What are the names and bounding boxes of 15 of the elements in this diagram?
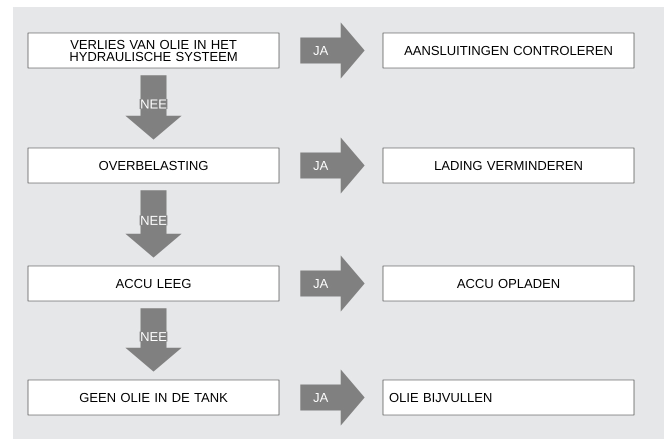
text-box: AANSLUITINGEN CONTROLEREN bbox=[382, 32, 634, 68]
text-box: OLIE BIJVULLEN bbox=[382, 380, 634, 416]
text-box: OVERBELASTING bbox=[28, 148, 280, 184]
edge-label: NEE bbox=[140, 215, 168, 226]
text-box: LADING VERMINDEREN bbox=[382, 148, 634, 184]
text-box: ACCU LEEG bbox=[28, 266, 280, 302]
edge-label: JA bbox=[312, 392, 329, 403]
text-box: GEEN OLIE IN DE TANK bbox=[28, 380, 280, 416]
edge-label: JA bbox=[312, 160, 329, 171]
text-box: VERLIES VAN OLIE IN HET HYDRAULISCHE SYSTEEM bbox=[28, 32, 280, 68]
edge-label: NEE bbox=[140, 332, 168, 342]
edge-label: JA bbox=[312, 278, 329, 289]
text-box: ACCU OPLADEN bbox=[382, 266, 634, 302]
edge-label: JA bbox=[312, 45, 329, 56]
edge-label: NEE bbox=[140, 99, 168, 109]
